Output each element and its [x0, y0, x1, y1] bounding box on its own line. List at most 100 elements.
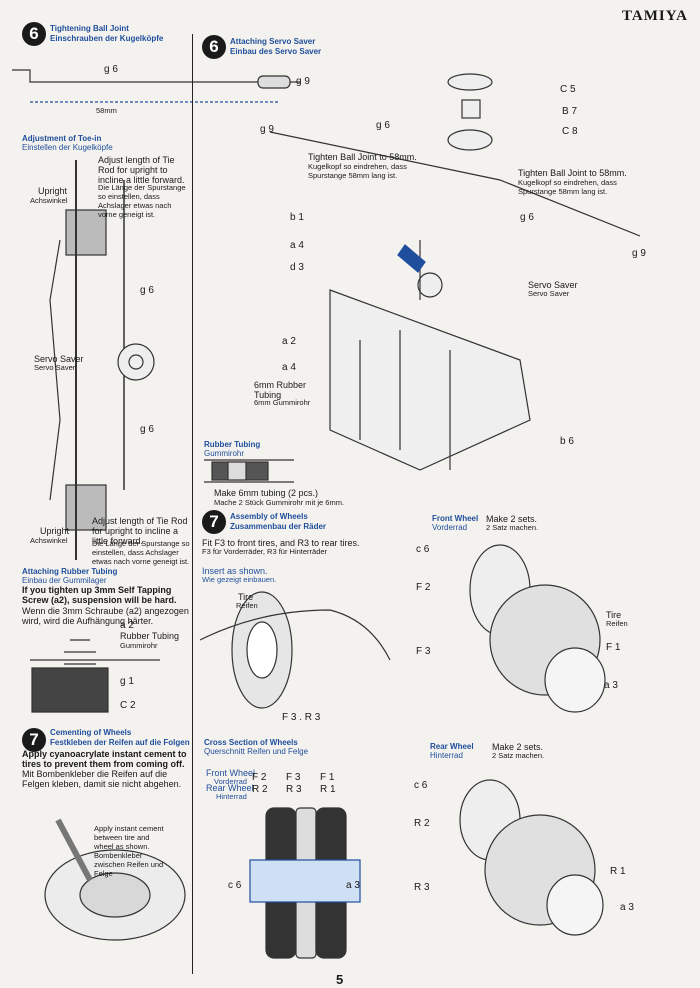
servo-label: Servo Saver [528, 280, 578, 290]
note-de: Kugelkopf so eindrehen, dass Spurstange … [308, 162, 407, 180]
tube-label-de: 6mm Gummirohr [254, 398, 311, 407]
part-label: c 6 [414, 780, 428, 791]
rear-wheel-title: Rear Wheel [430, 742, 474, 751]
part-label: R 3 [286, 784, 302, 795]
note-en: Tighten Ball Joint to 58mm. [308, 152, 417, 162]
part-label: F 1 [320, 772, 335, 783]
note-de: Mache 2 Stück Gummirohr mit je 6mm. [214, 498, 345, 507]
make-sets: Make 2 sets. [492, 742, 544, 752]
step-title-de: Einschrauben der Kugelköpfe [50, 34, 164, 43]
step-title-en: Tightening Ball Joint [50, 24, 129, 33]
front-wheel-label: Front Wheel [206, 768, 256, 778]
part-label: b 6 [560, 436, 574, 447]
tire-label-de: Reifen [236, 601, 258, 610]
length-label: 58mm [96, 106, 117, 115]
front-wheel-title-de: Vorderrad [432, 523, 468, 532]
part-label: C 2 [120, 700, 136, 711]
column-divider [192, 34, 193, 974]
instruction-en: If you tighten up 3mm Self Tapping Screw… [22, 585, 177, 605]
note-de: Die Länge der Spurstange so einstellen, … [92, 539, 190, 566]
section-title-en: Attaching Rubber Tubing [22, 567, 118, 576]
step-title-en: Cementing of Wheels [50, 728, 132, 737]
part-label: g 6 [140, 424, 154, 435]
part-label: d 3 [290, 262, 304, 273]
note-de: Kugelkopf so eindrehen, dass Spurstange … [518, 178, 617, 196]
step-number: 6 [202, 35, 226, 59]
part-label: B 7 [562, 106, 578, 117]
part-label: a 4 [290, 240, 304, 251]
tube-label-de: Gummirohr [120, 641, 158, 650]
make-sets-de: 2 Satz machen. [492, 751, 545, 760]
step-title-de: Einbau des Servo Saver [230, 47, 322, 56]
note-en: Adjust length of Tie Rod for upright to … [92, 516, 188, 546]
part-label: a 4 [282, 362, 296, 373]
note-de: Bombenkleber zwischen Reifen und Felge [94, 851, 164, 878]
part-label: a 3 [346, 880, 360, 891]
page-number: 5 [336, 972, 344, 987]
instruction-de: Wenn die 3mm Schraube (a2) angezogen wir… [22, 606, 189, 626]
section-title-en: Adjustment of Toe-in [22, 134, 102, 143]
servo-label-de: Servo Saver [528, 289, 570, 298]
part-label: F 1 [606, 642, 621, 653]
brand-logo: TAMIYA [621, 8, 688, 24]
tube-label: 6mm Rubber Tubing [254, 380, 307, 400]
front-wheel-title: Front Wheel [432, 514, 479, 523]
cross-section-title: Cross Section of Wheels [204, 738, 298, 747]
part-label: g 6 [376, 120, 390, 131]
step-title-en: Attaching Servo Saver [230, 37, 316, 46]
part-label: c 6 [228, 880, 242, 891]
step-title-en: Assembly of Wheels [230, 512, 308, 521]
step-title-de: Festkleben der Reifen auf die Folgen [50, 738, 190, 747]
part-label: C 8 [562, 126, 578, 137]
step-number: 6 [22, 22, 46, 46]
part-label: F 2 [252, 772, 267, 783]
section-title-de: Gummirohr [204, 449, 245, 458]
part-label: g 6 [104, 64, 118, 75]
note-en: Apply instant cement between tire and wh… [94, 824, 164, 851]
insert-note-de: Wie gezeigt einbauen. [202, 575, 277, 584]
part-label: R 2 [414, 818, 430, 829]
front-wheel-label-de: Vorderrad [214, 777, 247, 786]
part-label: a 3 [604, 680, 618, 691]
make-sets-de: 2 Satz machen. [486, 523, 539, 532]
part-label: R 2 [252, 784, 268, 795]
part-label: g 1 [120, 676, 134, 687]
make-sets: Make 2 sets. [486, 514, 538, 524]
step-number: 7 [22, 728, 46, 752]
rear-wheel-label: Rear Wheel [206, 783, 254, 793]
upright-label-de: Achswinkel [30, 536, 68, 545]
part-label: a 3 [620, 902, 634, 913]
upright-label: Upright [38, 186, 68, 196]
rear-wheel-title-de: Hinterrad [430, 751, 463, 760]
instruction-de: Mit Bombenkleber die Reifen auf die Felg… [22, 769, 182, 789]
part-label: g 9 [260, 124, 274, 135]
servo-label: Servo Saver [34, 354, 84, 364]
part-label: a 2 [282, 336, 296, 347]
tire-label: Tire [238, 592, 254, 602]
upright-label: Upright [40, 526, 70, 536]
part-label: F 3 [416, 646, 431, 657]
note-en: Make 6mm tubing (2 pcs.) [214, 488, 319, 498]
instruction-de: F3 für Vorderräder, R3 für Hinterräder [202, 547, 328, 556]
section-title-en: Rubber Tubing [204, 440, 261, 449]
part-label: R 1 [610, 866, 626, 877]
tire-label-de: Reifen [606, 619, 628, 628]
servo-label-de: Servo Saver [34, 363, 76, 372]
tube-label: Rubber Tubing [120, 631, 180, 641]
part-label: c 6 [416, 544, 430, 555]
note-en: Adjust length of Tie Rod for upright to … [98, 155, 185, 185]
part-label: R 1 [320, 784, 336, 795]
step-number: 7 [202, 510, 226, 534]
step-title-de: Zusammenbau der Räder [230, 522, 327, 531]
section-title-de: Einbau der Gummilager [22, 576, 107, 585]
part-label: F 3 [286, 772, 301, 783]
section-title-de: Einstellen der Kugelköpfe [22, 143, 113, 152]
part-label: b 1 [290, 212, 304, 223]
tire-label: Tire [606, 610, 622, 620]
insert-note-en: Insert as shown. [202, 566, 268, 576]
upright-label-de: Achswinkel [30, 196, 68, 205]
part-label: F 2 [416, 582, 431, 593]
instruction-en: Fit F3 to front tires, and R3 to rear ti… [202, 538, 360, 548]
part-label: g 9 [296, 76, 310, 87]
